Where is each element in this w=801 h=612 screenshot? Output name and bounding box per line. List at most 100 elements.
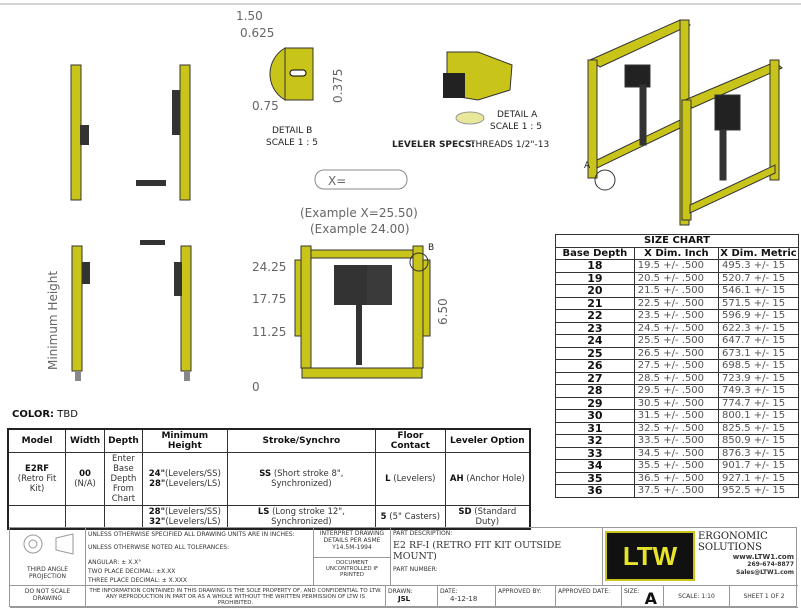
x-dim-inch: 26.5 +/- .500 bbox=[633, 346, 720, 360]
svg-text:11.25: 11.25 bbox=[252, 325, 286, 339]
base-depth: 34 bbox=[555, 459, 635, 473]
x-dim-metric: 698.5 +/- 15 bbox=[718, 359, 799, 373]
base-depth: 18 bbox=[555, 259, 635, 273]
x-dim-metric: 901.7 +/- 15 bbox=[718, 459, 799, 473]
svg-text:A: A bbox=[584, 161, 591, 171]
base-depth: 23 bbox=[555, 321, 635, 335]
size-chart-title: SIZE CHART bbox=[555, 234, 799, 248]
x-dim-inch: 32.5 +/- .500 bbox=[633, 421, 720, 435]
color-spec: COLOR: TBD bbox=[12, 409, 78, 420]
x-dim-metric: 596.9 +/- 15 bbox=[718, 309, 799, 323]
x-dim-metric: 952.5 +/- 15 bbox=[718, 484, 799, 498]
x-dim-inch: 20.5 +/- .500 bbox=[633, 271, 720, 285]
base-depth: 27 bbox=[555, 371, 635, 385]
x-dim-inch: 37.5 +/- .500 bbox=[633, 484, 720, 498]
svg-text:SCALE 1 : 5: SCALE 1 : 5 bbox=[490, 122, 542, 132]
x-dim-inch: 22.5 +/- .500 bbox=[633, 296, 720, 310]
svg-text:LEVELER SPECS:: LEVELER SPECS: bbox=[392, 140, 475, 150]
svg-text:0.625: 0.625 bbox=[240, 26, 274, 40]
base-depth: 22 bbox=[555, 309, 635, 323]
x-dim-inch: 36.5 +/- .500 bbox=[633, 471, 720, 485]
svg-text:DETAIL B: DETAIL B bbox=[272, 126, 312, 136]
svg-text:24.25: 24.25 bbox=[252, 260, 286, 274]
svg-text:0.75: 0.75 bbox=[252, 99, 279, 113]
x-dim-inch: 28.5 +/- .500 bbox=[633, 371, 720, 385]
svg-text:17.75: 17.75 bbox=[252, 292, 286, 306]
x-dim-metric: 774.7 +/- 15 bbox=[718, 396, 799, 410]
front-view: X= (Example X=25.50) (Example 24.00) B 2… bbox=[252, 169, 450, 394]
base-depth: 24 bbox=[555, 334, 635, 348]
x-dim-inch: 29.5 +/- .500 bbox=[633, 384, 720, 398]
svg-text:SCALE 1 : 5: SCALE 1 : 5 bbox=[266, 138, 318, 148]
min-height-label: Minimum Height bbox=[46, 271, 60, 370]
base-depth: 28 bbox=[555, 384, 635, 398]
x-dim-metric: 647.7 +/- 15 bbox=[718, 334, 799, 348]
x-dim-metric: 520.7 +/- 15 bbox=[718, 271, 799, 285]
x-dim-metric: 825.5 +/- 15 bbox=[718, 421, 799, 435]
x-dim-inch: 19.5 +/- .500 bbox=[633, 259, 720, 273]
x-dim-inch: 35.5 +/- .500 bbox=[633, 459, 720, 473]
svg-text:DETAIL A: DETAIL A bbox=[497, 110, 538, 120]
x-dim-inch: 31.5 +/- .500 bbox=[633, 409, 720, 423]
base-depth: 26 bbox=[555, 359, 635, 373]
title-block: THIRD ANGLE PROJECTION UNLESS OTHERWISE … bbox=[9, 527, 798, 608]
notes-cell: UNLESS OTHERWISE SPECIFIED ALL DRAWING U… bbox=[86, 528, 314, 586]
x-dim-metric: 673.1 +/- 15 bbox=[718, 346, 799, 360]
x-dim-inch: 33.5 +/- .500 bbox=[633, 434, 720, 448]
x-dim-inch: 34.5 +/- .500 bbox=[633, 446, 720, 460]
detail-a: DETAIL A SCALE 1 : 5 LEVELER SPECS: THRE… bbox=[392, 51, 549, 150]
isometric-view: A bbox=[584, 19, 783, 226]
x-dim-inch: 21.5 +/- .500 bbox=[633, 284, 720, 298]
base-depth: 30 bbox=[555, 409, 635, 423]
svg-text:X=: X= bbox=[328, 174, 346, 188]
x-dim-metric: 571.5 +/- 15 bbox=[718, 296, 799, 310]
detail-b: 1.50 0.625 0.75 0.375 DETAIL B SCALE 1 :… bbox=[236, 9, 345, 148]
x-dim-metric: 876.3 +/- 15 bbox=[718, 446, 799, 460]
side-view-left-top bbox=[70, 64, 191, 201]
x-dim-inch: 30.5 +/- .500 bbox=[633, 396, 720, 410]
x-dim-metric: 622.3 +/- 15 bbox=[718, 321, 799, 335]
table-row: 28"(Levelers/SS)32"(Levelers/LS) LS (Lon… bbox=[7, 505, 531, 530]
svg-text:1.50: 1.50 bbox=[236, 9, 263, 23]
base-depth: 36 bbox=[555, 484, 635, 498]
table-row: E2RF(Retro Fit Kit) 00 (N/A) Enter Base … bbox=[7, 452, 531, 506]
x-dim-metric: 850.9 +/- 15 bbox=[718, 434, 799, 448]
x-dim-metric: 546.1 +/- 15 bbox=[718, 284, 799, 298]
x-dim-inch: 27.5 +/- .500 bbox=[633, 359, 720, 373]
svg-text:0: 0 bbox=[252, 380, 260, 394]
x-dim-metric: 800.1 +/- 15 bbox=[718, 409, 799, 423]
base-depth: 31 bbox=[555, 421, 635, 435]
svg-text:B: B bbox=[428, 243, 434, 253]
base-depth: 20 bbox=[555, 284, 635, 298]
x-dim-inch: 23.5 +/- .500 bbox=[633, 309, 720, 323]
svg-text:THREADS 1/2"-13: THREADS 1/2"-13 bbox=[469, 140, 549, 150]
projection-cell: THIRD ANGLE PROJECTION bbox=[10, 528, 86, 586]
svg-text:(Example 24.00): (Example 24.00) bbox=[310, 222, 410, 236]
x-dim-inch: 25.5 +/- .500 bbox=[633, 334, 720, 348]
base-depth: 35 bbox=[555, 471, 635, 485]
third-angle-projection-icon bbox=[23, 533, 73, 555]
x-dim-metric: 723.9 +/- 15 bbox=[718, 371, 799, 385]
base-depth: 19 bbox=[555, 271, 635, 285]
base-depth: 25 bbox=[555, 346, 635, 360]
x-dim-metric: 749.3 +/- 15 bbox=[718, 384, 799, 398]
